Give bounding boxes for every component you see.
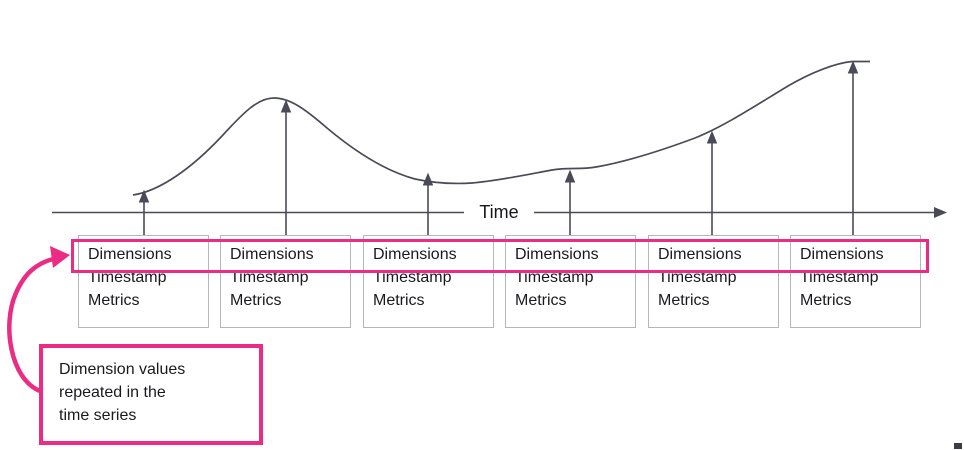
edge-artifact xyxy=(954,443,962,449)
record-box: Dimensions Timestamp Metrics xyxy=(220,235,351,328)
sample-arrow xyxy=(422,172,434,235)
record-dimensions: Dimensions xyxy=(230,246,314,263)
callout-box: Dimension values repeated in the time se… xyxy=(39,344,263,445)
sample-arrow xyxy=(706,130,718,235)
record-metrics: Metrics xyxy=(800,292,852,309)
callout-text-line: repeated in the xyxy=(59,384,166,401)
callout-text-line: time series xyxy=(59,407,137,424)
record-dimensions: Dimensions xyxy=(800,246,884,263)
record-dimensions: Dimensions xyxy=(515,246,599,263)
sample-arrow xyxy=(138,189,150,235)
sample-arrows xyxy=(138,60,859,235)
record-box: Dimensions Timestamp Metrics xyxy=(78,235,209,328)
record-dimensions: Dimensions xyxy=(373,246,457,263)
axis-arrowhead-icon xyxy=(934,207,947,218)
record-box: Dimensions Timestamp Metrics xyxy=(648,235,779,328)
record-dimensions: Dimensions xyxy=(88,246,172,263)
record-box: Dimensions Timestamp Metrics xyxy=(790,235,921,328)
record-timestamp: Timestamp xyxy=(230,269,309,286)
record-metrics: Metrics xyxy=(230,292,282,309)
record-timestamp: Timestamp xyxy=(88,269,167,286)
callout-text-line: Dimension values xyxy=(59,361,186,378)
record-box: Dimensions Timestamp Metrics xyxy=(505,235,636,328)
sample-arrow xyxy=(564,169,576,235)
record-box: Dimensions Timestamp Metrics xyxy=(363,235,494,328)
callout-arrowhead-icon xyxy=(50,246,70,268)
timeseries-curve xyxy=(132,60,870,196)
sample-arrow xyxy=(280,99,292,235)
sample-arrow xyxy=(847,60,859,235)
record-metrics: Metrics xyxy=(373,292,425,309)
record-metrics: Metrics xyxy=(88,292,140,309)
record-timestamp: Timestamp xyxy=(658,269,737,286)
record-metrics: Metrics xyxy=(515,292,567,309)
axis-label: Time xyxy=(464,200,534,224)
record-metrics: Metrics xyxy=(658,292,710,309)
record-timestamp: Timestamp xyxy=(515,269,594,286)
record-timestamp: Timestamp xyxy=(800,269,879,286)
callout-arrow xyxy=(7,246,70,394)
record-dimensions: Dimensions xyxy=(658,246,742,263)
record-timestamp: Timestamp xyxy=(373,269,452,286)
